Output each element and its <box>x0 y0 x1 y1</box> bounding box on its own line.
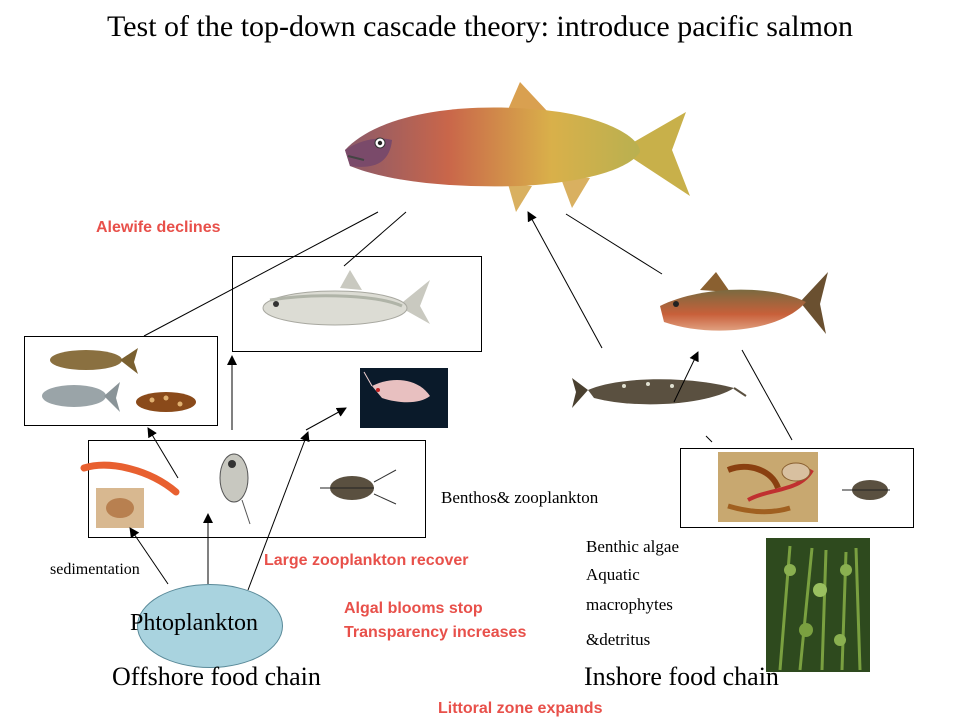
benthos-image <box>718 452 890 522</box>
zooplankton-annotation: Large zooplankton recover <box>264 552 469 569</box>
salmon-image <box>345 82 690 212</box>
small-fish-box <box>24 336 218 426</box>
plants-image <box>766 538 870 672</box>
phytoplankton-ellipse <box>137 584 283 668</box>
page-title: Test of the top-down cascade theory: int… <box>107 10 853 43</box>
benthic-algae-label: Benthic algae <box>586 537 679 556</box>
juvenile-fish-image <box>572 378 747 408</box>
aquatic-label: Aquatic <box>586 565 640 584</box>
alewife-image <box>262 270 430 326</box>
sedimentation-label: sedimentation <box>50 561 140 578</box>
benthos-label: Benthos& zooplankton <box>441 488 599 507</box>
small-fish-image <box>42 348 196 412</box>
shrimp-image <box>360 368 448 428</box>
detritus-label: &detritus <box>586 630 651 649</box>
alewife-annotation: Alewife declines <box>96 219 221 236</box>
trout-image <box>660 272 828 334</box>
phytoplankton-label: Phtoplankton <box>130 610 259 636</box>
algal-annotation: Algal blooms stop <box>344 600 483 617</box>
inshore-label: Inshore food chain <box>584 662 779 691</box>
zooplankton-image <box>80 453 397 528</box>
transparency-annotation: Transparency increases <box>344 624 527 641</box>
offshore-label: Offshore food chain <box>112 662 321 691</box>
littoral-annotation: Littoral zone expands <box>438 700 603 717</box>
macrophytes-label: macrophytes <box>586 595 673 614</box>
